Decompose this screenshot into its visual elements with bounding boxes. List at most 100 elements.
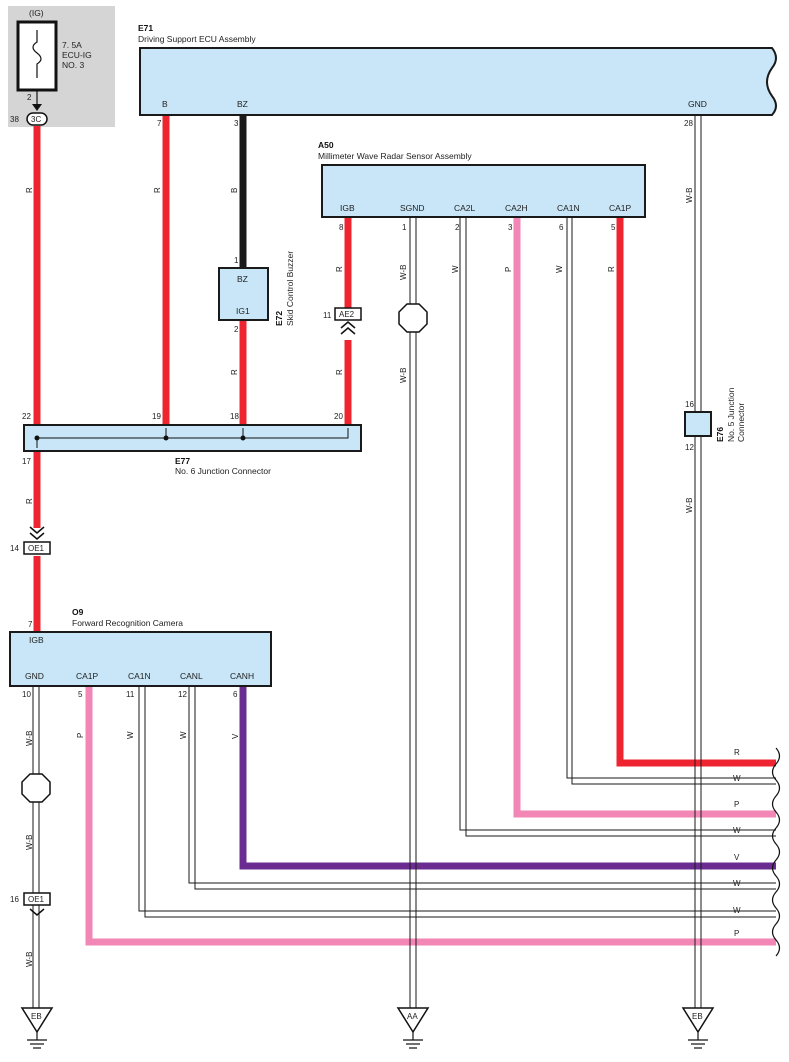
ae2-chevrons xyxy=(340,321,356,335)
oe1-top-label: OE1 xyxy=(28,544,45,553)
e72-num-top: 1 xyxy=(234,256,239,265)
e71-pin-b: B xyxy=(162,99,168,109)
e72-box xyxy=(218,267,269,321)
e72-name: Skid Control Buzzer xyxy=(285,251,295,326)
fuse-number: NO. 3 xyxy=(62,60,84,70)
oe1-bottom-label: OE1 xyxy=(28,895,45,904)
wire-label: R xyxy=(230,369,239,375)
e72-pin-ig1: IG1 xyxy=(236,306,250,316)
wire-ca1p-cam-p xyxy=(85,686,776,946)
o9-pin-igb: IGB xyxy=(29,635,44,645)
e72-num-bottom: 2 xyxy=(234,325,239,334)
connector-3c-pin: 38 xyxy=(10,115,19,124)
e76-name-2: Connector xyxy=(736,403,746,442)
fuse-arrow xyxy=(32,104,42,111)
o9-box xyxy=(9,631,272,687)
wire-cam-gnd-wb xyxy=(32,686,40,1008)
connector-3c-label: 3C xyxy=(31,115,41,124)
wire-label: R xyxy=(335,266,344,272)
connector-3c xyxy=(26,112,48,126)
o9-pin-gnd: GND xyxy=(25,671,44,681)
a50-id: A50 xyxy=(318,140,334,150)
wire-ca1n-w xyxy=(566,217,776,785)
ae2-label: AE2 xyxy=(339,310,355,319)
wire-ca1n-cam-w xyxy=(138,686,776,918)
e71-pin-num-b: 7 xyxy=(157,119,162,128)
ground-label: EB xyxy=(692,1012,703,1021)
right-wire-label: P xyxy=(734,929,739,938)
e77-id: E77 xyxy=(175,456,190,466)
o9-pin-canl: CANL xyxy=(180,671,203,681)
ground-eb-left: EB xyxy=(20,1007,54,1049)
ae2-connector xyxy=(334,307,362,321)
e71-pin-num-gnd: 28 xyxy=(684,119,693,128)
right-wire-label: W xyxy=(733,906,741,915)
e77-node xyxy=(240,435,246,441)
e71-pin-bz: BZ xyxy=(237,99,248,109)
wire-label: R xyxy=(335,369,344,375)
o9-num-canl: 12 xyxy=(178,690,187,699)
wire-ca2h-p xyxy=(513,217,776,818)
a50-pin-sgnd: SGND xyxy=(400,203,425,213)
break-line xyxy=(771,747,781,957)
a50-pin-igb: IGB xyxy=(340,203,355,213)
o9-name: Forward Recognition Camera xyxy=(72,618,183,628)
e77-name: No. 6 Junction Connector xyxy=(175,466,271,476)
o9-num-ca1p: 5 xyxy=(78,690,83,699)
wire-sgnd-wb xyxy=(409,217,417,1008)
e76-pin-bottom: 12 xyxy=(685,443,694,452)
fuse-rating: 7. 5A xyxy=(62,40,82,50)
oe1-top-pin: 14 xyxy=(10,544,19,553)
e76-id: E76 xyxy=(715,427,725,442)
oe1-top-connector xyxy=(23,541,51,555)
wire-label: R xyxy=(25,187,34,193)
ae2-pin: 11 xyxy=(323,311,332,320)
o9-pin-ca1p: CA1P xyxy=(76,671,99,681)
a50-num-ca1n: 6 xyxy=(559,223,564,232)
e77-pin-20: 20 xyxy=(334,412,343,421)
cam-gnd-splice xyxy=(21,773,51,803)
wire-label: W-B xyxy=(25,731,34,746)
oe1-bottom-chevron xyxy=(29,908,45,916)
ground-aa: AA xyxy=(396,1007,430,1049)
ground-label: EB xyxy=(31,1012,42,1021)
wire-label: W xyxy=(179,731,188,739)
o9-pin-canh: CANH xyxy=(230,671,254,681)
wire-ca1p-r xyxy=(616,217,776,767)
e72-id: E72 xyxy=(274,311,284,326)
oe1-bottom-connector xyxy=(23,892,51,906)
wire-label: B xyxy=(230,188,239,193)
a50-num-ca2h: 3 xyxy=(508,223,513,232)
wire-label: W-B xyxy=(685,498,694,513)
e71-id: E71 xyxy=(138,23,153,33)
e77-node xyxy=(163,435,169,441)
right-wire-label: R xyxy=(734,748,740,757)
o9-num-ca1n: 11 xyxy=(126,690,135,699)
right-wire-label: V xyxy=(734,853,740,862)
wire-label: R xyxy=(25,498,34,504)
e77-pin-18: 18 xyxy=(230,412,239,421)
wire-label: R xyxy=(153,187,162,193)
wire-canl-w xyxy=(188,686,776,890)
wire-label: R xyxy=(607,266,616,272)
wire-ca2l-w xyxy=(459,217,776,837)
e77-pin-17: 17 xyxy=(22,457,31,466)
wire-label: P xyxy=(504,267,513,272)
a50-num-sgnd: 1 xyxy=(402,223,407,232)
o9-id: O9 xyxy=(72,607,84,617)
wire-label: W-B xyxy=(685,188,694,203)
oe1-top-chevrons xyxy=(29,526,45,540)
a50-pin-ca2l: CA2L xyxy=(454,203,476,213)
e76-name-1: No. 5 Junction xyxy=(726,387,736,442)
wire-label: W-B xyxy=(25,835,34,850)
wire-label: W-B xyxy=(399,368,408,383)
e77-pin-22: 22 xyxy=(22,412,31,421)
ig-label: (IG) xyxy=(29,8,44,18)
fuse-pin: 2 xyxy=(27,93,32,102)
o9-num-gnd: 10 xyxy=(22,690,31,699)
e77-node xyxy=(34,435,40,441)
a50-num-ca1p: 5 xyxy=(611,223,616,232)
wire-label: P xyxy=(76,733,85,738)
fuse-name: ECU-IG xyxy=(62,50,92,60)
